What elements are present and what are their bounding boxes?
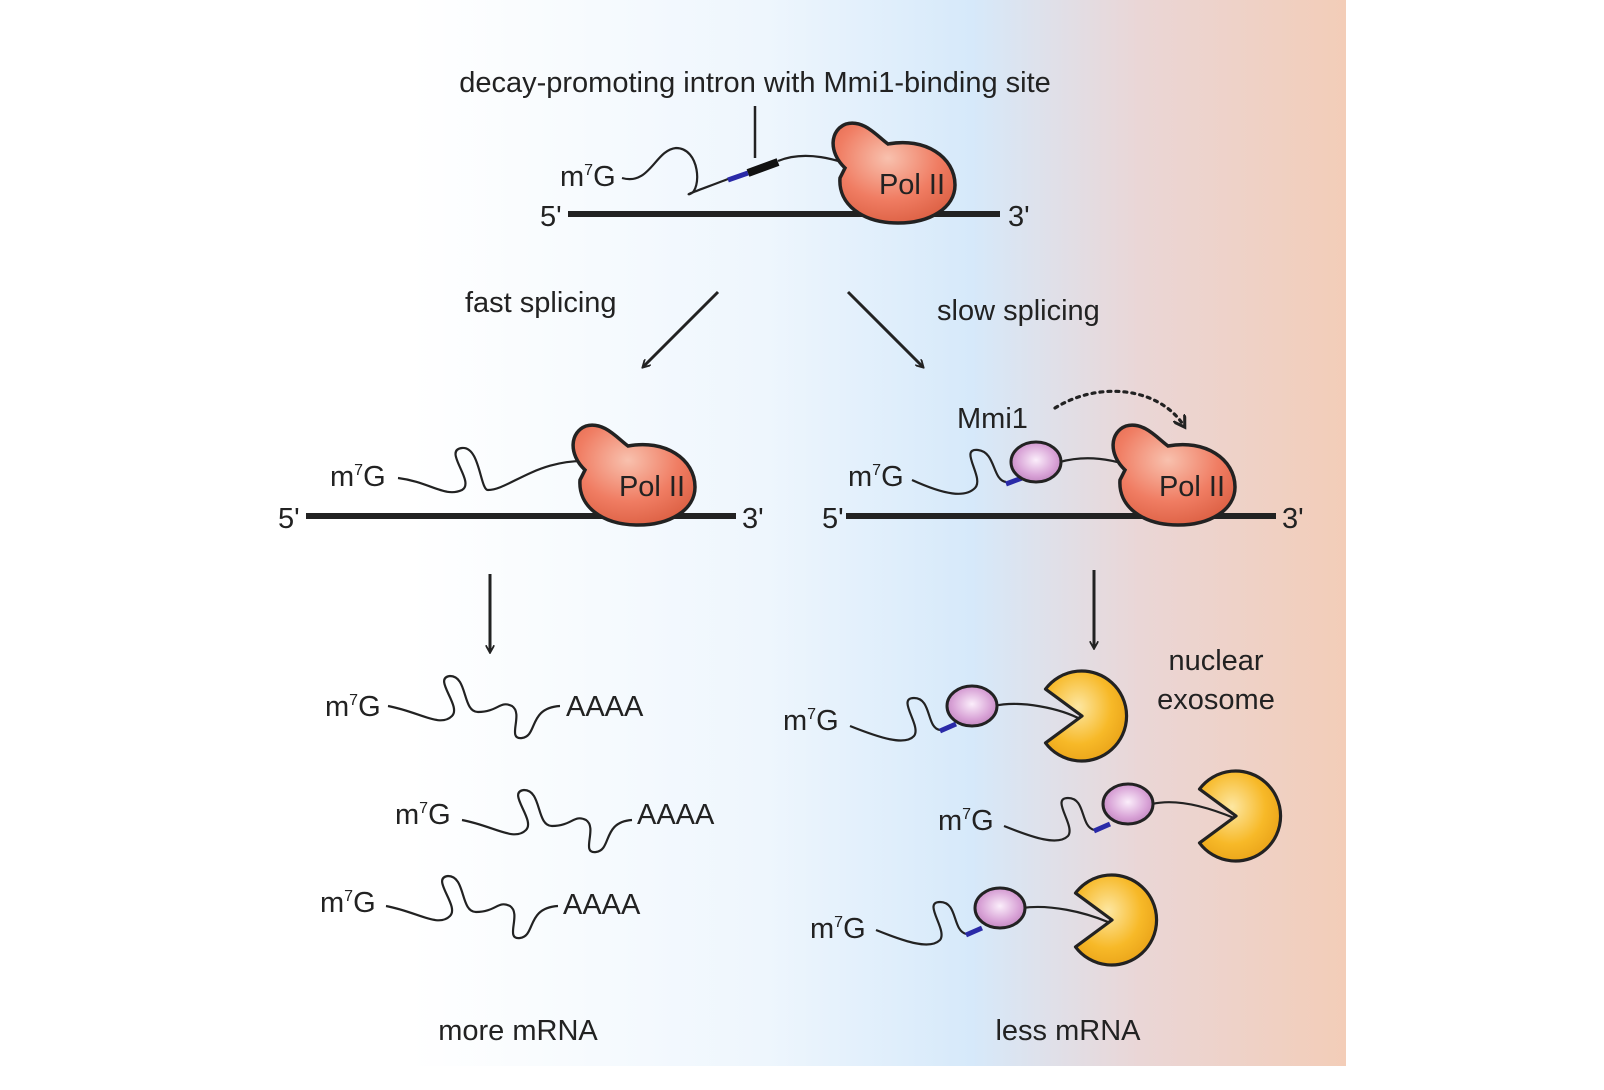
cap-label: m7G <box>810 913 866 945</box>
exosome-label-line2: exosome <box>1157 684 1275 716</box>
cap-sup: 7 <box>344 888 353 905</box>
binding-site-top <box>727 170 749 183</box>
rna-to-exosome <box>1151 801 1235 820</box>
cap-g: G <box>593 161 616 193</box>
three-prime-label-right: 3' <box>1282 503 1304 535</box>
mrna-left-2: m7G AAAA <box>395 788 715 854</box>
binding-site-right <box>1005 475 1023 487</box>
cap-sup: 7 <box>584 162 593 179</box>
rna-strand-top <box>621 146 729 196</box>
rna-strand-left <box>397 446 599 494</box>
mrna-left-1: m7G AAAA <box>325 674 644 740</box>
less-mrna-label: less mRNA <box>995 1015 1141 1047</box>
title-label: decay-promoting intron with Mmi1-binding… <box>459 67 1051 99</box>
polya-label: AAAA <box>566 691 644 723</box>
cap-m: m <box>560 161 584 193</box>
more-mrna-label: more mRNA <box>438 1015 598 1047</box>
five-prime-label-left: 5' <box>278 503 300 535</box>
cap-label: m7G <box>938 805 994 837</box>
cap-sup: 7 <box>349 692 358 709</box>
degradation-complex-2: m7G <box>938 769 1283 863</box>
three-prime-label-left: 3' <box>742 503 764 535</box>
cap-g: G <box>358 691 381 723</box>
rna-strand <box>1003 796 1095 842</box>
cap-m: m <box>810 913 834 945</box>
pol-label-top: Pol II <box>879 169 945 201</box>
cap-m: m <box>395 799 419 831</box>
mrna-strand <box>387 674 561 740</box>
cap-label: m7G <box>325 691 381 723</box>
degradation-complex-3: m7G <box>810 873 1159 967</box>
cap-g: G <box>353 887 376 919</box>
polya-label: AAAA <box>563 889 641 921</box>
cap-g: G <box>971 805 994 837</box>
exosome-label-line1: nuclear <box>1168 645 1263 677</box>
cap-sup: 7 <box>834 914 843 931</box>
binding-site <box>1092 821 1112 834</box>
rna-strand-right <box>911 448 1007 495</box>
five-prime-label-top: 5' <box>540 201 562 233</box>
degradation-complex-1: m7G <box>783 669 1129 763</box>
polya-label: AAAA <box>637 799 715 831</box>
cap-sup: 7 <box>807 706 816 723</box>
cap-sup: 7 <box>354 462 363 479</box>
cap-label: m7G <box>783 705 839 737</box>
rna-strand <box>849 696 941 742</box>
fast-splicing-label: fast splicing <box>465 287 617 319</box>
mrna-strand <box>461 788 633 854</box>
mmi1-protein <box>973 886 1027 930</box>
pol-label-left: Pol II <box>619 471 685 503</box>
cap-m: m <box>938 805 962 837</box>
slow-splicing-label: slow splicing <box>937 295 1100 327</box>
cap-sup: 7 <box>872 462 881 479</box>
cap-label: m7G <box>320 887 376 919</box>
intron-block-top <box>746 158 780 177</box>
cap-sup: 7 <box>962 806 971 823</box>
cap-m: m <box>783 705 807 737</box>
cap-g: G <box>363 461 386 493</box>
cap-label-right: m7G <box>848 461 904 493</box>
mmi1-label: Mmi1 <box>957 403 1028 435</box>
mmi1-protein-middle <box>1009 440 1063 484</box>
mrna-strand <box>385 874 559 940</box>
rna-strand <box>875 900 967 946</box>
arrow-slow <box>846 290 923 367</box>
cap-sup: 7 <box>419 800 428 817</box>
mmi1-recruit-arrow <box>1053 389 1184 426</box>
pol-label-right: Pol II <box>1159 471 1225 503</box>
cap-m: m <box>848 461 872 493</box>
cap-g: G <box>816 705 839 737</box>
five-prime-label-right: 5' <box>822 503 844 535</box>
cap-m: m <box>330 461 354 493</box>
rna-to-exosome <box>993 702 1083 721</box>
binding-site <box>964 925 984 938</box>
three-prime-label-top: 3' <box>1008 201 1030 233</box>
cap-g: G <box>843 913 866 945</box>
cap-g: G <box>881 461 904 493</box>
cap-label-left: m7G <box>330 461 386 493</box>
cap-label: m7G <box>395 799 451 831</box>
arrow-fast <box>643 290 720 367</box>
cap-g: G <box>428 799 451 831</box>
binding-site <box>938 721 958 734</box>
mrna-left-3: m7G AAAA <box>320 874 641 940</box>
mmi1-protein <box>1101 782 1155 826</box>
cap-m: m <box>320 887 344 919</box>
cap-label-top: m7G <box>560 161 616 193</box>
mmi1-protein <box>945 684 999 728</box>
rna-to-exosome <box>1021 905 1109 924</box>
cap-m: m <box>325 691 349 723</box>
